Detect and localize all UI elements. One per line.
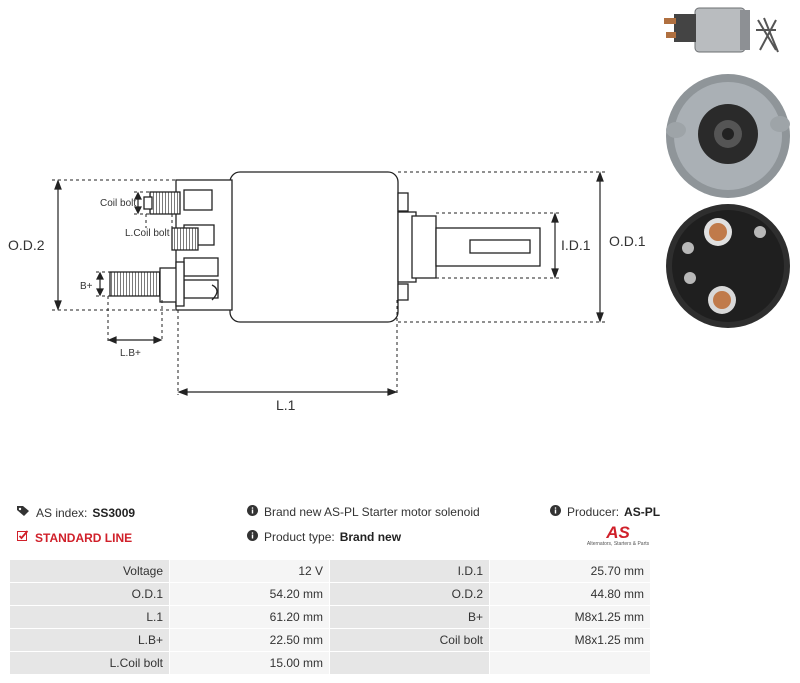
as-index-label: AS index:: [36, 505, 88, 520]
producer-label: Producer:: [567, 505, 620, 519]
product-photo-front: [666, 74, 790, 198]
spec-value: 22.50 mm: [169, 628, 330, 652]
producer: Producer: AS-PL: [550, 505, 660, 519]
solenoid-technical-drawing: O.D.2 O.D.1 I.D.1 L.1 L.B+ B+ Coil bolt …: [8, 171, 646, 413]
spec-value: M8x1.25 mm: [489, 605, 651, 629]
product-photo-rear: [666, 204, 790, 328]
as-index-value: SS3009: [92, 505, 136, 520]
id1-label: I.D.1: [561, 237, 591, 253]
spec-key: B+: [329, 605, 490, 629]
spec-key: I.D.1: [329, 559, 490, 583]
as-pl-logo: AS Alternators, Starters & Parts: [586, 523, 650, 547]
standard-line-text: STANDARD LINE: [35, 530, 133, 545]
spec-key: Voltage: [9, 559, 170, 583]
checkbox-check-icon: [17, 530, 29, 545]
coil-bolt-label: Coil bolt: [100, 198, 136, 209]
info-icon: [550, 505, 561, 519]
spec-value: 44.80 mm: [489, 582, 651, 606]
lb-label: L.B+: [120, 348, 141, 359]
l1-label: L.1: [276, 397, 296, 413]
producer-value: AS-PL: [624, 505, 661, 519]
spec-key: L.1: [9, 605, 170, 629]
spec-key: O.D.2: [329, 582, 490, 606]
spec-value: M8x1.25 mm: [489, 628, 651, 652]
product-type-label: Product type:: [264, 530, 335, 544]
spec-key: L.B+: [9, 628, 170, 652]
as-index: AS index: SS3009: [17, 505, 135, 520]
spec-key: L.Coil bolt: [9, 651, 170, 675]
spec-value: 54.20 mm: [169, 582, 330, 606]
spec-key: Coil bolt: [329, 628, 490, 652]
info-icon: [247, 530, 258, 544]
solenoid-body: [229, 171, 399, 323]
od2-label: O.D.2: [8, 237, 45, 253]
spec-value: 15.00 mm: [169, 651, 330, 675]
product-photo-side: [664, 7, 779, 53]
spec-value: 12 V: [169, 559, 330, 583]
spec-value: 25.70 mm: [489, 559, 651, 583]
product-type-value: Brand new: [339, 530, 402, 544]
product-type: Product type: Brand new: [247, 530, 401, 544]
spec-key: O.D.1: [9, 582, 170, 606]
info-icon: [247, 505, 258, 519]
od1-label: O.D.1: [609, 233, 646, 249]
bplus-label: B+: [80, 281, 93, 292]
spec-value: 61.20 mm: [169, 605, 330, 629]
description: Brand new AS-PL Starter motor solenoid: [247, 505, 480, 519]
standard-line: STANDARD LINE: [17, 530, 132, 545]
lcoil-bolt-label: L.Coil bolt: [125, 228, 170, 239]
tag-icon: [17, 505, 30, 520]
spec-key: [329, 651, 490, 675]
spec-value: [489, 651, 651, 675]
description-text: Brand new AS-PL Starter motor solenoid: [264, 505, 480, 519]
